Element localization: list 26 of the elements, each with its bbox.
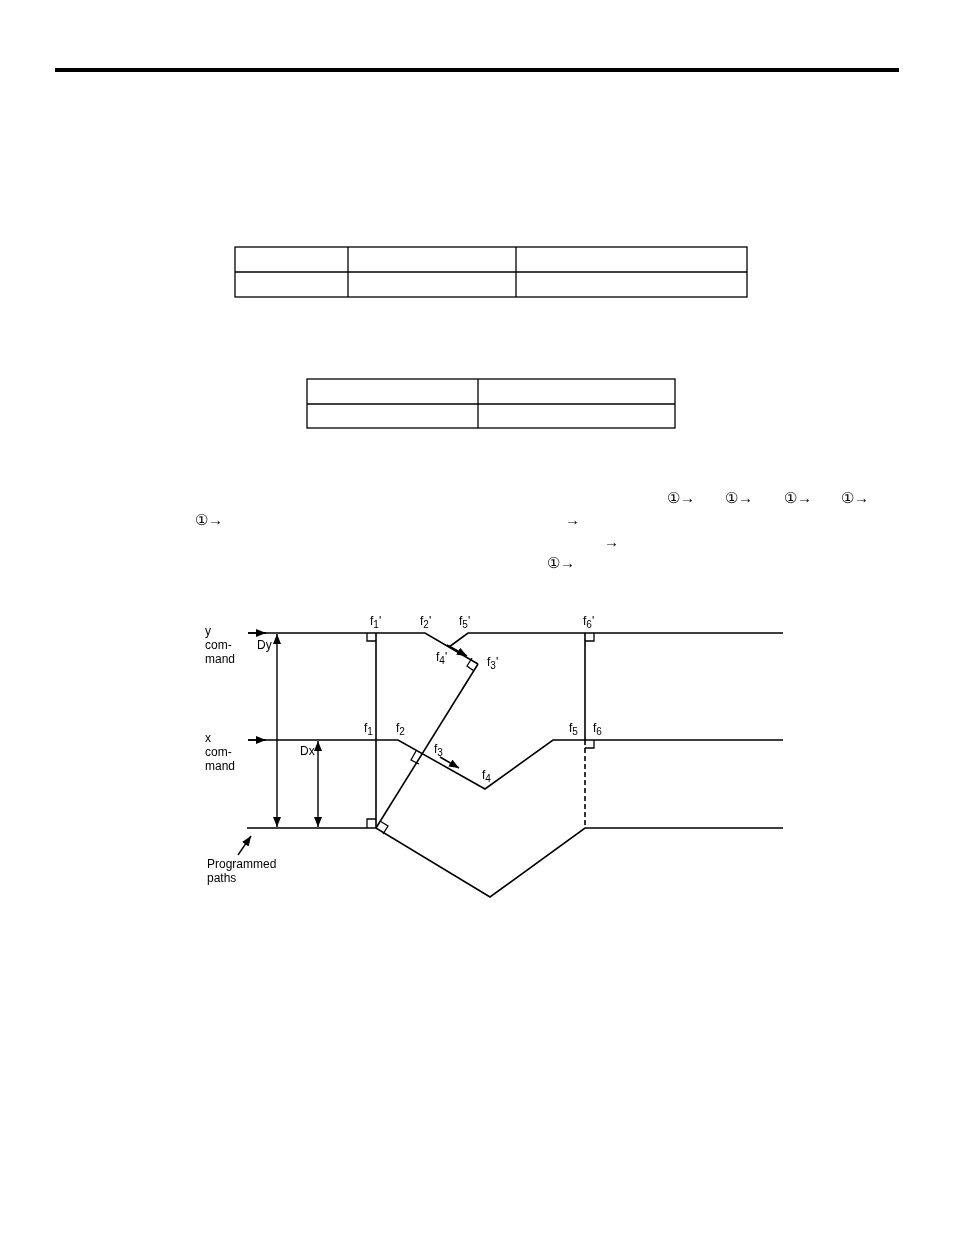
axis-label: x com- mand [205, 731, 237, 773]
dimension-label: Dx [300, 744, 315, 758]
step-marker: ①→ [725, 489, 753, 507]
point-label: f$_{5}$' [459, 614, 471, 633]
point-label: f$_{1}$' [370, 614, 382, 633]
point-label: f$_{3}$ [434, 742, 443, 761]
axis-label: y com- mand [205, 624, 237, 666]
point-label: f$_{2}$ [396, 721, 405, 740]
step-marker: ①→ [784, 489, 812, 507]
step-marker: → [604, 533, 619, 551]
point-label: f$_{3}$' [487, 655, 499, 674]
point-label: f$_{4}$' [436, 650, 448, 669]
point-label: f$_{4}$ [482, 768, 491, 787]
step-marker: ①→ [547, 554, 575, 572]
step-marker: ①→ [195, 511, 223, 529]
step-marker: → [565, 511, 580, 529]
point-label: f$_{5}$ [569, 721, 578, 740]
point-label: f$_{6}$' [583, 614, 595, 633]
point-label: f$_{6}$ [593, 721, 602, 740]
dimension-label: Dy [257, 638, 272, 652]
step-marker: ①→ [667, 489, 695, 507]
callout-text: Programmed paths [207, 857, 287, 885]
step-marker: ①→ [841, 489, 869, 507]
point-label: f$_{1}$ [364, 721, 373, 740]
leader-line [237, 835, 252, 856]
point-label: f$_{2}$' [420, 614, 432, 633]
